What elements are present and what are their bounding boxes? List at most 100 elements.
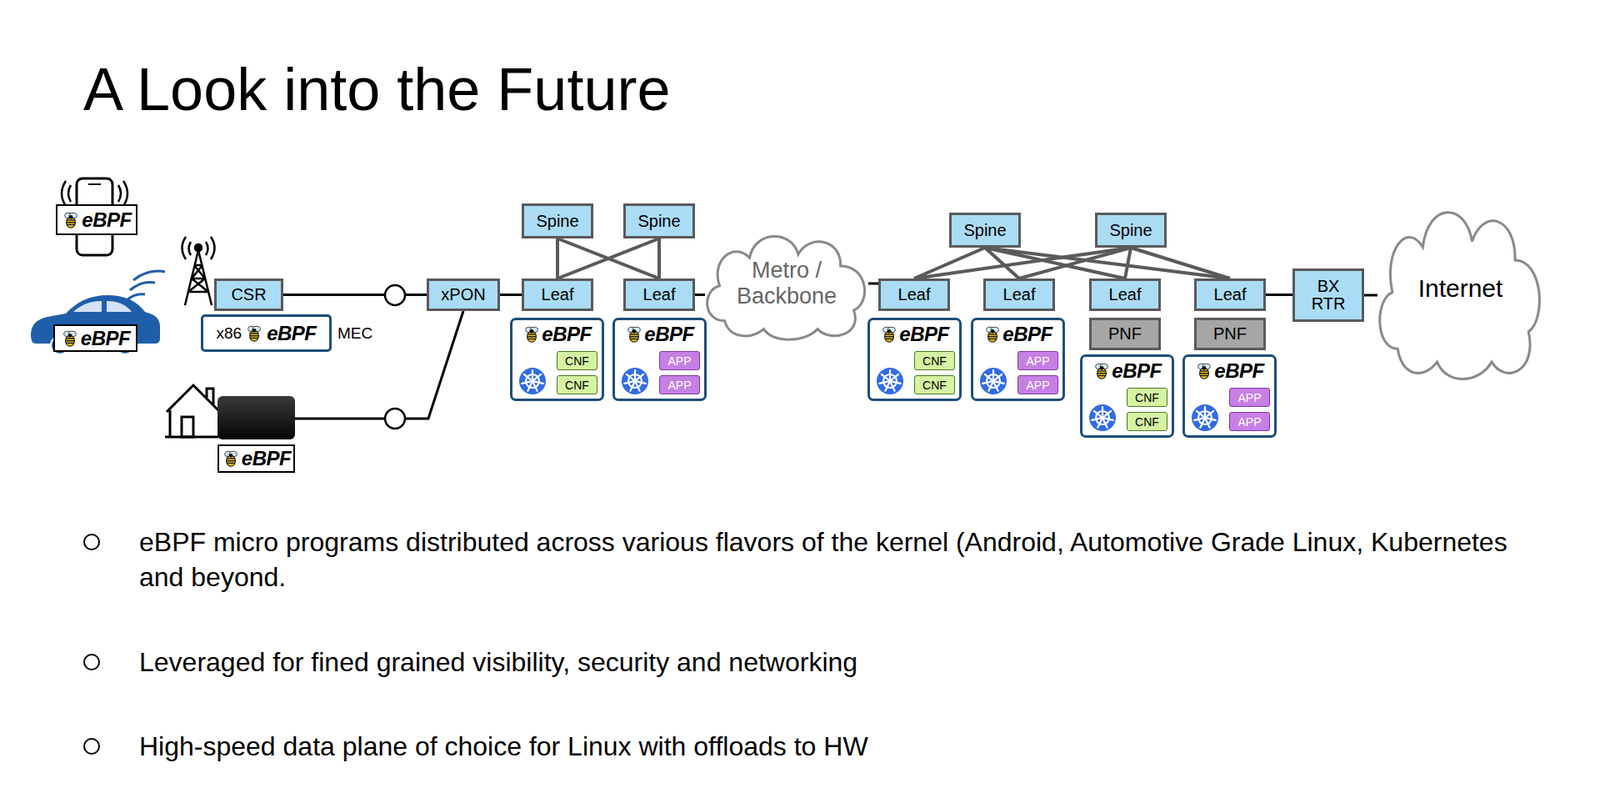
network-box: CSR xyxy=(214,278,284,311)
node-text: Leaf xyxy=(1214,285,1247,305)
cnf-box: CNF xyxy=(1126,411,1168,431)
ebpf-bee-logo xyxy=(61,210,80,230)
gateway-device xyxy=(217,395,295,440)
node-text: APP xyxy=(667,354,691,368)
ebpf-bee-logo xyxy=(880,325,899,344)
ebpf-badge: eBPF xyxy=(55,204,138,235)
kubernetes-icon xyxy=(875,366,905,395)
cnf-box: CNF xyxy=(556,375,598,395)
node-text: xPON xyxy=(440,285,485,305)
ebpf-header: eBPF xyxy=(1185,359,1275,383)
bullet-marker xyxy=(84,534,100,550)
car-icon xyxy=(30,270,165,355)
node-text: CNF xyxy=(922,378,947,392)
ebpf-bee-logo xyxy=(1092,361,1111,380)
network-link xyxy=(914,247,1131,279)
ebpf-bee-logo xyxy=(245,324,264,343)
node-text: CNF xyxy=(1135,390,1160,405)
network-link xyxy=(1019,247,1131,279)
node-text: eBPF xyxy=(899,322,949,346)
pnf-box: PNF xyxy=(1194,317,1266,350)
slide-title: A Look into the Future xyxy=(83,55,670,124)
pnf-box: PNF xyxy=(1089,317,1161,350)
network-link xyxy=(695,293,705,296)
k8s-node-box: eBPF CNF CNF xyxy=(510,317,605,401)
node-text: PNF xyxy=(1213,324,1247,344)
network-link xyxy=(657,238,661,279)
node-text: eBPF xyxy=(1214,359,1264,383)
network-box: Leaf xyxy=(521,278,594,311)
node-text: eBPF xyxy=(80,326,130,350)
ebpf-header: eBPF xyxy=(870,322,960,346)
network-link xyxy=(868,282,879,285)
node-text: Spine xyxy=(1109,220,1152,240)
node-text: APP xyxy=(667,378,691,392)
antenna-tower xyxy=(182,236,215,305)
node-text: eBPF xyxy=(541,322,591,346)
k8s-node-box: eBPF CNF CNF xyxy=(1080,354,1175,438)
ebpf-header: eBPF xyxy=(1082,359,1172,383)
splitter-circle xyxy=(385,408,405,429)
cnf-box: CNF xyxy=(914,350,955,370)
node-text: Spine xyxy=(637,211,680,231)
app-box: APP xyxy=(659,375,700,395)
network-link xyxy=(1130,247,1230,279)
ebpf-bee-logo xyxy=(221,449,240,468)
mec-box: x86eBPFMEC xyxy=(200,314,332,352)
house-icon xyxy=(165,385,219,437)
home-gateway: eBPF xyxy=(217,395,295,475)
network-box: Leaf xyxy=(623,278,695,311)
node-text: APP xyxy=(1237,390,1261,405)
node-text: x86 xyxy=(216,324,243,343)
k8s-node-box: eBPFAPPAPP xyxy=(970,317,1065,401)
cnf-box: CNF xyxy=(1126,387,1168,407)
cnf-box: CNF xyxy=(556,350,598,370)
node-text: CNF xyxy=(922,354,947,368)
node-text: CNF xyxy=(565,378,590,392)
network-link xyxy=(557,238,660,279)
k8s-node-box: eBPF APP APP xyxy=(1182,354,1277,438)
network-box: Leaf xyxy=(1194,278,1266,311)
network-box: BX RTR xyxy=(1292,268,1365,322)
node-text: APP xyxy=(1237,415,1261,429)
node-text: eBPF xyxy=(1002,322,1052,346)
bullet-marker xyxy=(84,738,100,754)
node-text: eBPF xyxy=(241,446,291,470)
ebpf-header: eBPF xyxy=(615,322,705,346)
node-text: Leaf xyxy=(541,285,575,305)
node-text: CNF xyxy=(1135,415,1160,429)
node-text: Leaf xyxy=(1003,285,1036,305)
network-link xyxy=(1125,247,1131,279)
splitter-circle xyxy=(385,285,405,305)
network-link xyxy=(500,293,522,296)
network-box: Leaf xyxy=(878,278,950,311)
node-text: eBPF xyxy=(266,321,316,345)
node-text: MEC xyxy=(337,324,373,343)
network-link xyxy=(1364,294,1378,297)
network-link xyxy=(1265,293,1293,296)
node-text: Spine xyxy=(963,220,1006,240)
ebpf-bee-logo xyxy=(1195,361,1214,380)
kubernetes-icon xyxy=(979,366,1008,395)
node-text: Metro / Backbone xyxy=(724,257,850,310)
app-box: APP xyxy=(659,350,700,370)
ebpf-badge: eBPF xyxy=(53,324,138,352)
node-text: APP xyxy=(1025,354,1050,368)
node-text: eBPF xyxy=(81,208,131,232)
network-box: Leaf xyxy=(983,278,1055,311)
cnf-box: CNF xyxy=(914,375,955,395)
node-text: Spine xyxy=(535,211,579,231)
network-box: Leaf xyxy=(1089,278,1161,311)
bullet-text: eBPF micro programs distributed across v… xyxy=(139,524,1540,595)
kubernetes-icon xyxy=(1088,403,1117,432)
kubernetes-icon xyxy=(1190,403,1220,432)
network-box: Spine xyxy=(521,203,594,239)
node-text: CNF xyxy=(565,354,590,368)
k8s-node-box: eBPF APP APP xyxy=(612,317,707,401)
network-cloud: Internet xyxy=(1370,194,1550,383)
node-text: Internet xyxy=(1418,274,1504,303)
ebpf-header: eBPF xyxy=(512,322,602,346)
node-text: CSR xyxy=(230,285,266,305)
network-link xyxy=(555,238,560,279)
node-text: eBPF xyxy=(1111,359,1161,383)
